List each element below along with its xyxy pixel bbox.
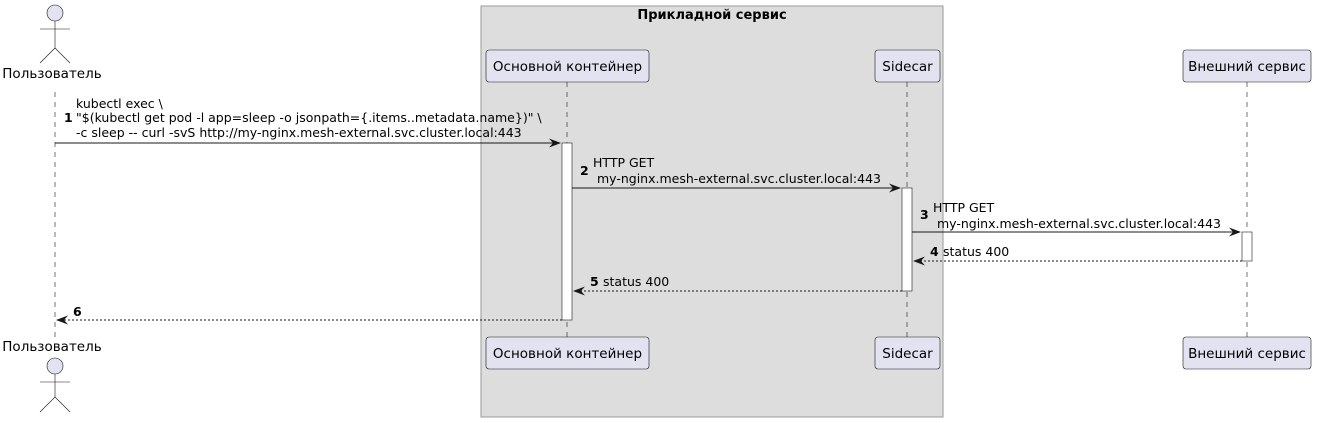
message-4-arrowhead (913, 256, 925, 266)
message-4-number: 4 (930, 244, 939, 259)
message-5-number: 5 (590, 274, 599, 289)
participant-box-external-top (1182, 49, 1312, 83)
participant-label-sidecar-bottom: Sidecar (882, 346, 933, 362)
activation-external (1241, 231, 1253, 262)
participant-label-main-bottom: Основной контейнер (493, 346, 642, 362)
message-6-number: 6 (73, 304, 82, 319)
message-2-line-1: HTTP GET (593, 155, 655, 170)
message-3-arrowhead (1229, 227, 1241, 237)
participant-box-sidecar-bottom (874, 336, 941, 370)
actor-top (39, 4, 71, 64)
message-1-number: 1 (64, 110, 73, 125)
participant-box-main-top (485, 49, 650, 83)
message-3-line-1: HTTP GET (933, 200, 995, 215)
participant-label-external-top: Внешний сервис (1188, 59, 1306, 75)
participant-label-sidecar-top: Sidecar (882, 59, 933, 75)
group-title: Прикладной сервис (637, 8, 786, 23)
participant-box-sidecar-top (874, 49, 941, 83)
activation-main (561, 142, 573, 321)
actor-head-icon (46, 4, 64, 22)
participant-box-external-bottom (1182, 336, 1312, 370)
participant-label-external-bottom: Внешний сервис (1188, 346, 1306, 362)
message-1-line-3: -c sleep -- curl -svS http://my-nginx.me… (76, 125, 522, 140)
message-2-arrowhead (889, 183, 901, 193)
message-1-line-1: kubectl exec \ (76, 96, 164, 111)
message-3-number: 3 (920, 207, 929, 222)
message-2-number: 2 (580, 163, 589, 178)
message-5-line-1: status 400 (603, 274, 669, 289)
activation-sidecar (901, 187, 913, 292)
actor-head-icon (46, 357, 64, 375)
message-4-line-1: status 400 (943, 244, 1009, 259)
message-3-line-2: my-nginx.mesh-external.svc.cluster.local… (933, 216, 1221, 231)
actor-bottom (39, 357, 71, 413)
actor-label-top: Пользователь (2, 66, 101, 82)
message-1-arrowhead (549, 138, 561, 148)
actor-label-bottom: Пользователь (2, 339, 101, 355)
message-1-line-2: "$(kubectl get pod -l app=sleep -o jsonp… (76, 110, 542, 125)
participant-label-main-top: Основной контейнер (493, 59, 642, 75)
message-6-arrowhead (56, 315, 68, 325)
participant-box-main-bottom (485, 336, 650, 370)
message-5-arrowhead (573, 286, 585, 296)
message-2-line-2: my-nginx.mesh-external.svc.cluster.local… (593, 171, 881, 186)
